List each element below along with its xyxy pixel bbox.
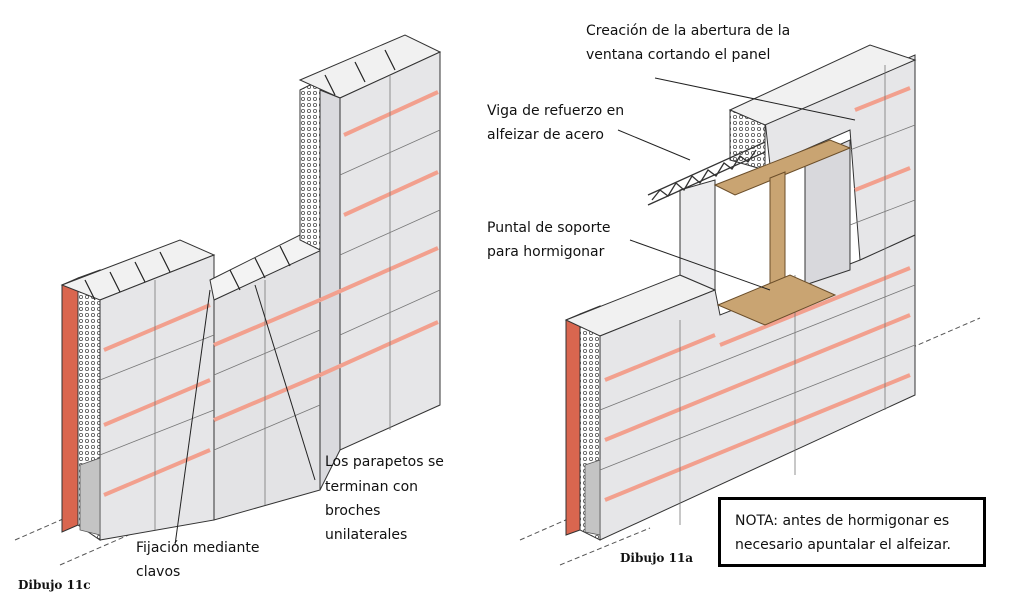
foam-core-right-column <box>299 79 321 251</box>
panel-edge-red <box>61 277 79 533</box>
label-ventana-line2: ventana cortando el panel <box>586 47 771 63</box>
label-parapetos-line4: unilaterales <box>325 527 408 543</box>
label-viga-line2: alfeizar de acero <box>487 127 604 143</box>
label-parapetos-line2: terminan con <box>325 479 419 495</box>
leader-fijacion <box>174 289 211 546</box>
label-fijacion-line2: clavos <box>136 564 181 580</box>
drawing-11c <box>14 34 442 566</box>
note-box: NOTA: antes de hormigonar es necesario a… <box>718 497 986 567</box>
wall-face-left <box>99 254 215 541</box>
label-fijacion-line1: Fijación mediante <box>136 540 260 556</box>
steel-truss <box>647 141 766 206</box>
leader-parapetos <box>254 284 316 481</box>
note-line1: NOTA: antes de hormigonar es <box>735 513 950 529</box>
leader-ventana <box>654 77 856 121</box>
leader-viga <box>617 129 691 161</box>
label-viga-line1: Viga de refuerzo en <box>487 103 625 119</box>
label-puntal-line1: Puntal de soporte <box>487 220 611 236</box>
caption-dibujo-11c: Dibujo 11c <box>18 578 91 592</box>
wooden-sill-board <box>713 139 852 196</box>
drawing-11a <box>519 44 981 566</box>
label-parapetos-line1: Los parapetos se <box>325 454 444 470</box>
note-line2: necesario apuntalar el alfeizar. <box>735 537 951 553</box>
caption-dibujo-11a: Dibujo 11a <box>620 551 694 565</box>
label-puntal-line2: para hormigonar <box>487 244 605 260</box>
leader-puntal <box>629 239 771 291</box>
label-parapetos-line3: broches <box>325 503 381 519</box>
label-ventana-line1: Creación de la abertura de la <box>586 23 791 39</box>
wall-face-lower <box>599 234 916 541</box>
support-base-plate <box>716 274 837 326</box>
